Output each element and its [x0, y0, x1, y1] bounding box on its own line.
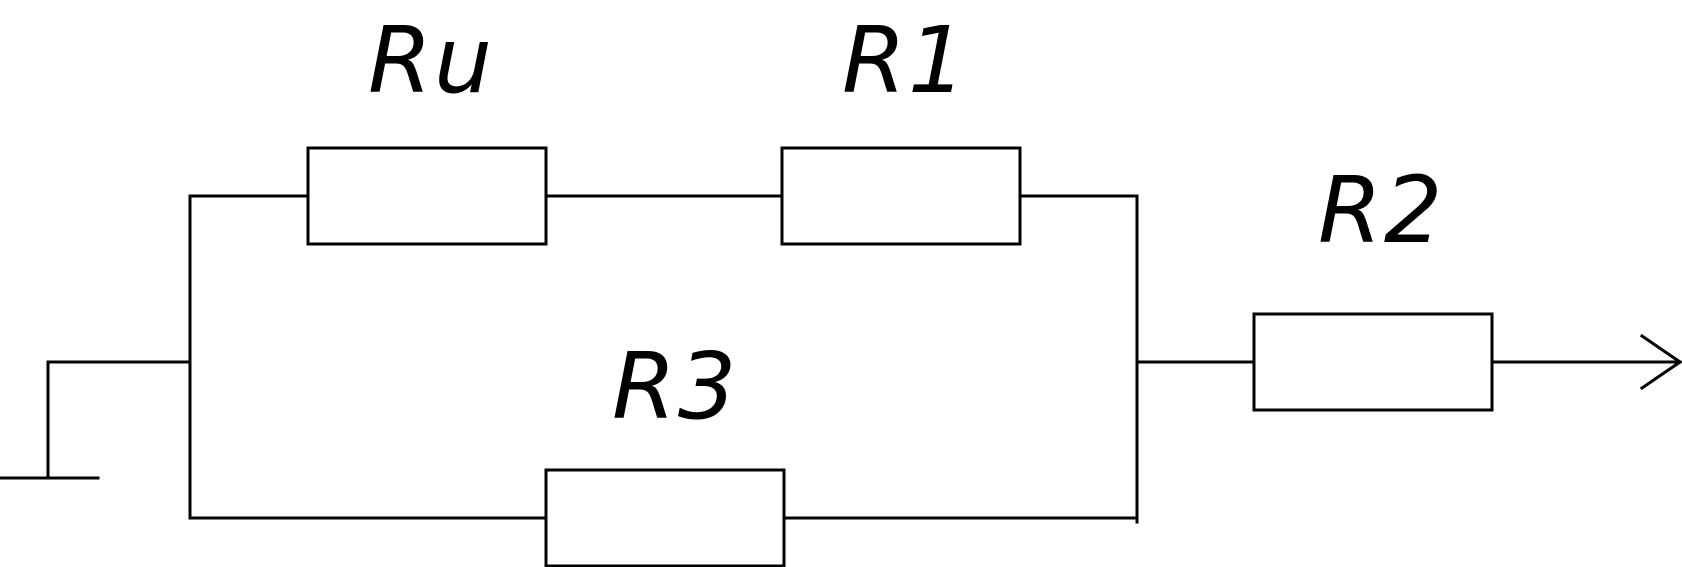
resistor-r3-label: R3: [612, 333, 738, 440]
resistor-r2-label: R2: [1318, 157, 1444, 264]
resistor-r1: R1: [780, 7, 1022, 246]
output-arrow-icon: [1639, 333, 1682, 391]
resistor-r2: R2: [1252, 157, 1494, 412]
resistor-r1-label: R1: [842, 7, 968, 114]
resistor-ru: Ru: [306, 7, 548, 246]
ground-symbol: [0, 360, 192, 480]
resistor-r3: R3: [544, 333, 786, 567]
resistor-ru-label: Ru: [368, 7, 494, 114]
